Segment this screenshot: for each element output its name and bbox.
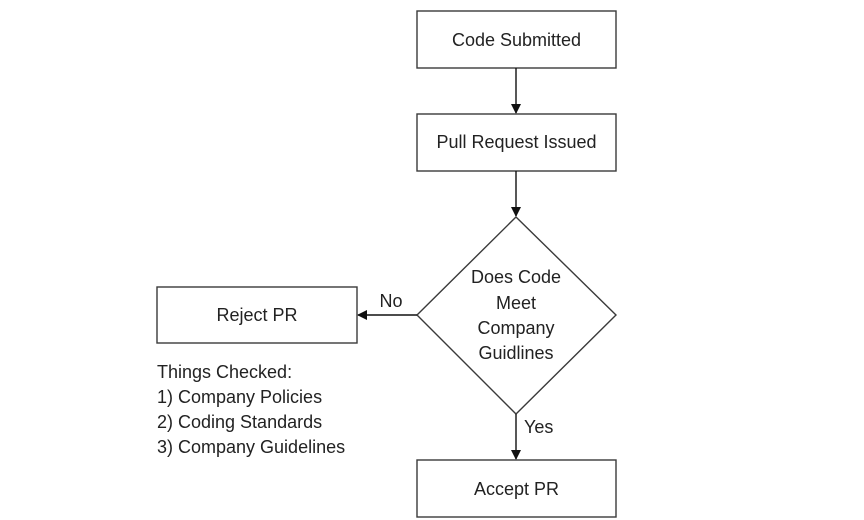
node-accept-pr-label: Accept PR: [474, 479, 559, 499]
node-decision-line-1: Does Code: [471, 267, 561, 287]
notes-title: Things Checked:: [157, 362, 293, 382]
node-reject-pr: Reject PR: [156, 286, 358, 344]
node-reject-pr-label: Reject PR: [216, 305, 297, 325]
node-code-submitted: Code Submitted: [416, 10, 617, 69]
node-decision-line-2: Meet: [496, 293, 536, 313]
things-checked-notes: Things Checked: 1) Company Policies 2) C…: [157, 360, 345, 460]
notes-item-company-guidelines: 3) Company Guidelines: [157, 437, 346, 457]
node-decision-diamond: [416, 216, 617, 415]
notes-item-coding-standards: 2) Coding Standards: [157, 412, 323, 432]
node-code-submitted-box: [416, 10, 617, 69]
edge-label-no: No: [379, 291, 402, 311]
notes-item-company-policies: 1) Company Policies: [157, 387, 323, 407]
edge-label-yes: Yes: [524, 417, 553, 437]
node-reject-pr-box: [156, 286, 358, 344]
node-decision: Does Code Meet Company Guidlines: [416, 216, 617, 415]
node-accept-pr: Accept PR: [416, 459, 617, 518]
node-pull-request-issued: Pull Request Issued: [416, 113, 617, 172]
node-pull-request-issued-box: [416, 113, 617, 172]
node-decision-line-3: Company: [477, 318, 554, 338]
node-decision-line-4: Guidlines: [478, 343, 553, 363]
node-accept-pr-box: [416, 459, 617, 518]
node-code-submitted-label: Code Submitted: [452, 30, 581, 50]
node-pull-request-issued-label: Pull Request Issued: [436, 132, 596, 152]
